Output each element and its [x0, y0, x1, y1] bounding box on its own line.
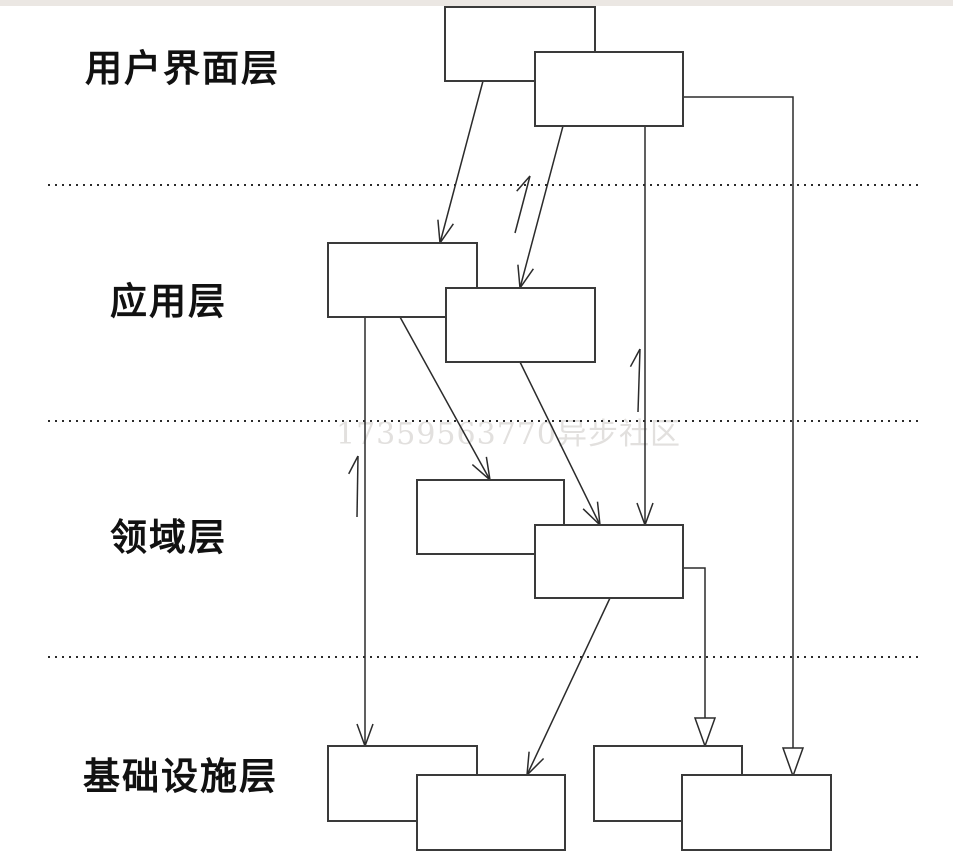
return-arrow-app-to-ui	[514, 175, 531, 234]
box-domain-right	[534, 524, 684, 599]
box-app-right	[445, 287, 596, 363]
layer-label-domain: 领域层	[110, 517, 227, 558]
layer-label-infrastructure: 基础设施层	[83, 756, 278, 797]
arrow-app-right-to-domain-right	[519, 361, 601, 527]
edge-domain-right-to-infra-3	[683, 567, 717, 749]
box-ui-right	[534, 51, 684, 127]
layer-label-user-interface: 用户界面层	[85, 48, 280, 89]
return-arrow-right-vertical	[629, 348, 641, 413]
arrow-app-left-to-domain-left	[399, 316, 492, 482]
arrow-ui-right-to-app-right	[517, 125, 564, 291]
box-infra-2	[416, 774, 566, 851]
box-infra-4	[681, 774, 832, 851]
return-arrow-left-vertical	[348, 455, 359, 518]
page-top-strip	[0, 0, 953, 6]
watermark-text: 17359563770异步社区	[336, 417, 681, 452]
arrow-domain-right-to-infra-2	[526, 597, 611, 777]
edge-ui-right-to-infra-4	[683, 96, 805, 779]
layer-label-application: 应用层	[110, 281, 227, 322]
arrow-ui-left-to-app-left	[437, 80, 484, 246]
